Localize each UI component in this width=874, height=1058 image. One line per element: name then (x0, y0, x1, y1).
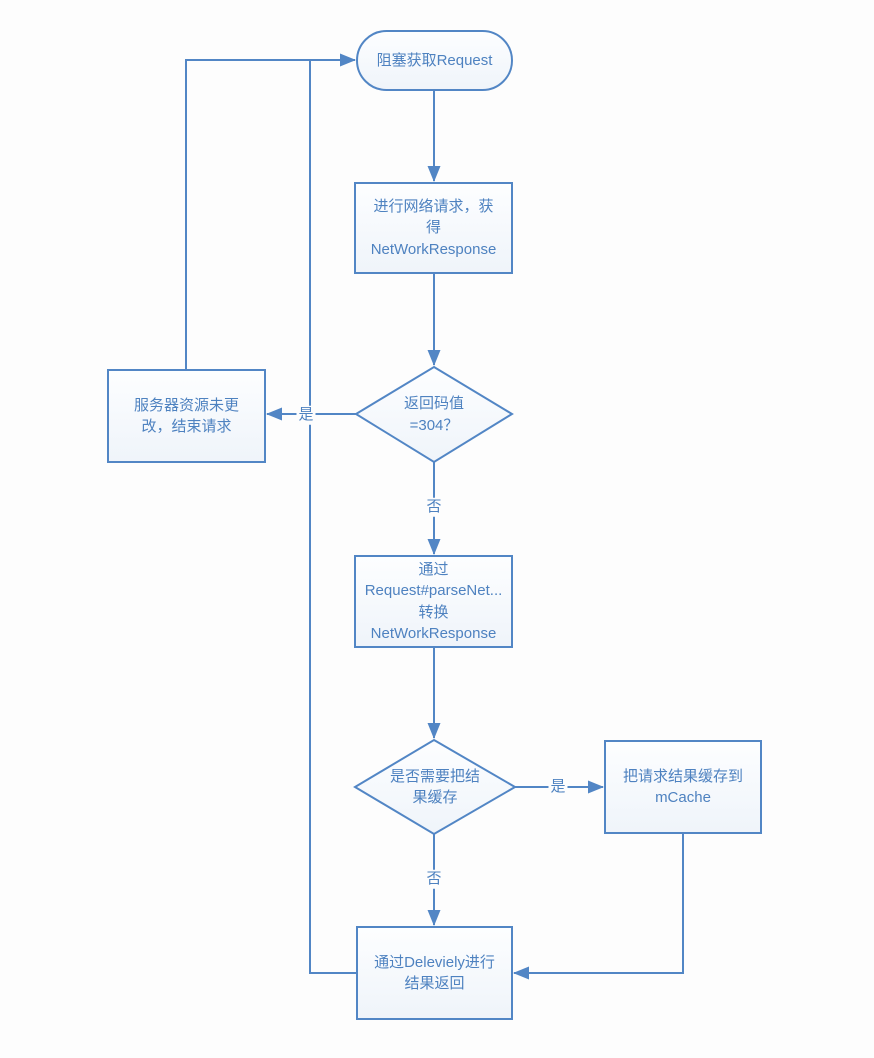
start-terminator-shape (356, 30, 513, 91)
edge-cache-result-to-deliver (513, 833, 684, 980)
code-check-decision-shape (354, 365, 514, 464)
deliver-result-process-shape (356, 926, 513, 1020)
edge-server-to-start-loop (185, 53, 356, 370)
server-unchanged-process-shape (107, 369, 266, 463)
edge-deliver-to-start-loop (309, 60, 357, 974)
cache-result-process-shape (604, 740, 762, 834)
parse-response-process-shape (354, 555, 513, 648)
net-request-process-shape (354, 182, 513, 274)
cache-check-decision-shape (353, 738, 517, 836)
